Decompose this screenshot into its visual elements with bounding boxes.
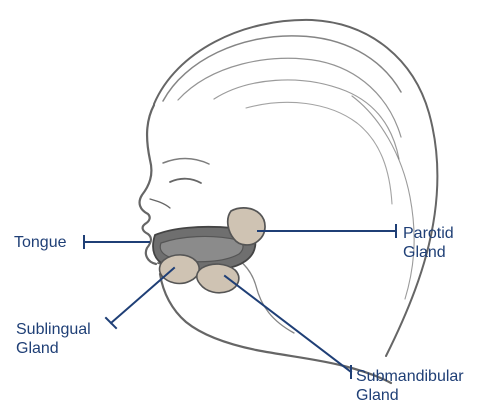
hair-strand-3 (214, 80, 399, 159)
parotid-label-line-2: Gland (403, 243, 454, 262)
hair-strand-1 (163, 36, 401, 101)
submandibular-label-line-1: Submandibular (356, 367, 464, 386)
sublingual-leader-line (111, 268, 174, 323)
submandibular-gland-shape (197, 264, 239, 293)
parotid-gland-label: Parotid Gland (403, 224, 454, 262)
sublingual-gland-shape (160, 255, 200, 284)
tongue-label-text: Tongue (14, 233, 67, 252)
hair-strand-4 (246, 102, 392, 204)
hair-strand-2 (178, 58, 401, 137)
nose-shading (150, 199, 170, 208)
tongue-label: Tongue (14, 233, 67, 252)
eye-line (170, 179, 201, 183)
sublingual-label-line-2: Gland (16, 339, 91, 358)
submandibular-leader-line (225, 276, 351, 372)
submandibular-label-line-2: Gland (356, 386, 464, 405)
parotid-gland-shape (228, 208, 265, 245)
submandibular-gland-label: Submandibular Gland (356, 367, 464, 405)
hair-outline (154, 20, 437, 356)
sublingual-label-line-1: Sublingual (16, 320, 91, 339)
brow-line (163, 159, 209, 164)
parotid-label-line-1: Parotid (403, 224, 454, 243)
sublingual-gland-label: Sublingual Gland (16, 320, 91, 358)
